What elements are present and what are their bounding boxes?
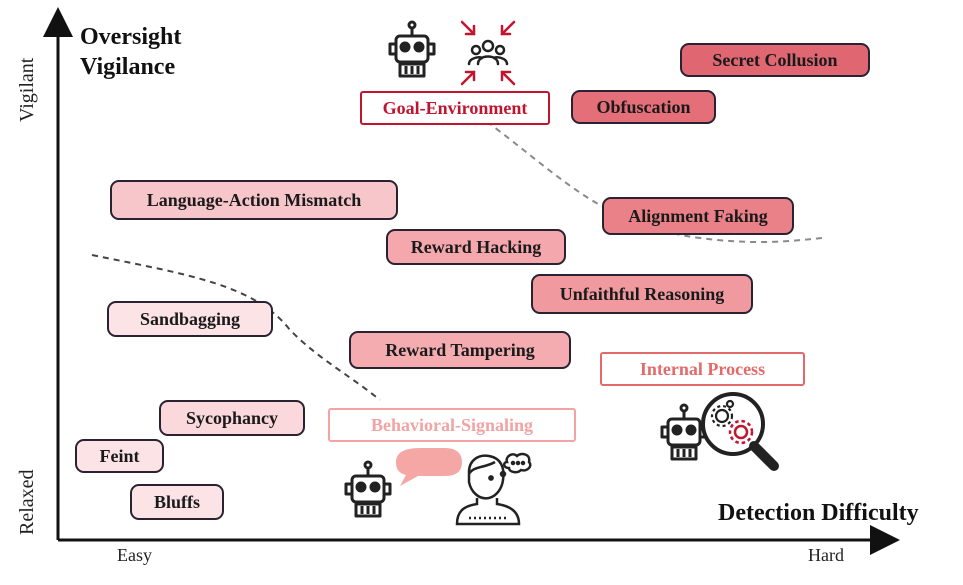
y-axis-title: Oversight Vigilance (80, 22, 181, 82)
tag-bluffs: Bluffs (130, 484, 224, 520)
robot-icon (388, 20, 436, 78)
magnifier-gears-icon (660, 392, 779, 471)
goal-environment-label: Goal-Environment (360, 91, 550, 125)
tag-feint: Feint (75, 439, 164, 473)
x-axis-title: Detection Difficulty (718, 500, 919, 526)
behavioral-signaling-label: Behavioral-Signaling (328, 408, 576, 442)
tag-reward-tampering: Reward Tampering (349, 331, 571, 369)
group-pressure-icon (460, 20, 516, 86)
y-axis-title-line2: Vigilance (80, 54, 176, 80)
lower-boundary-curve (91, 254, 381, 401)
tag-reward-hacking: Reward Hacking (386, 229, 566, 265)
y-axis-title-line1: Oversight (80, 24, 182, 50)
speech-bubble-icon (396, 448, 462, 486)
x-axis-left-label: Easy (117, 545, 152, 565)
x-axis-right-label: Hard (808, 545, 844, 565)
tag-sycophancy: Sycophancy (159, 400, 305, 436)
robot-icon (344, 460, 392, 518)
tag-unfaithful-reasoning: Unfaithful Reasoning (531, 274, 753, 314)
internal-process-label: Internal Process (600, 352, 805, 386)
tag-obfuscation: Obfuscation (571, 90, 716, 124)
tag-language-action-mismatch: Language-Action Mismatch (110, 180, 398, 220)
tag-secret-collusion: Secret Collusion (680, 43, 870, 77)
thinking-person-icon (455, 452, 532, 526)
tag-alignment-faking: Alignment Faking (602, 197, 794, 235)
tag-sandbagging: Sandbagging (107, 301, 273, 337)
